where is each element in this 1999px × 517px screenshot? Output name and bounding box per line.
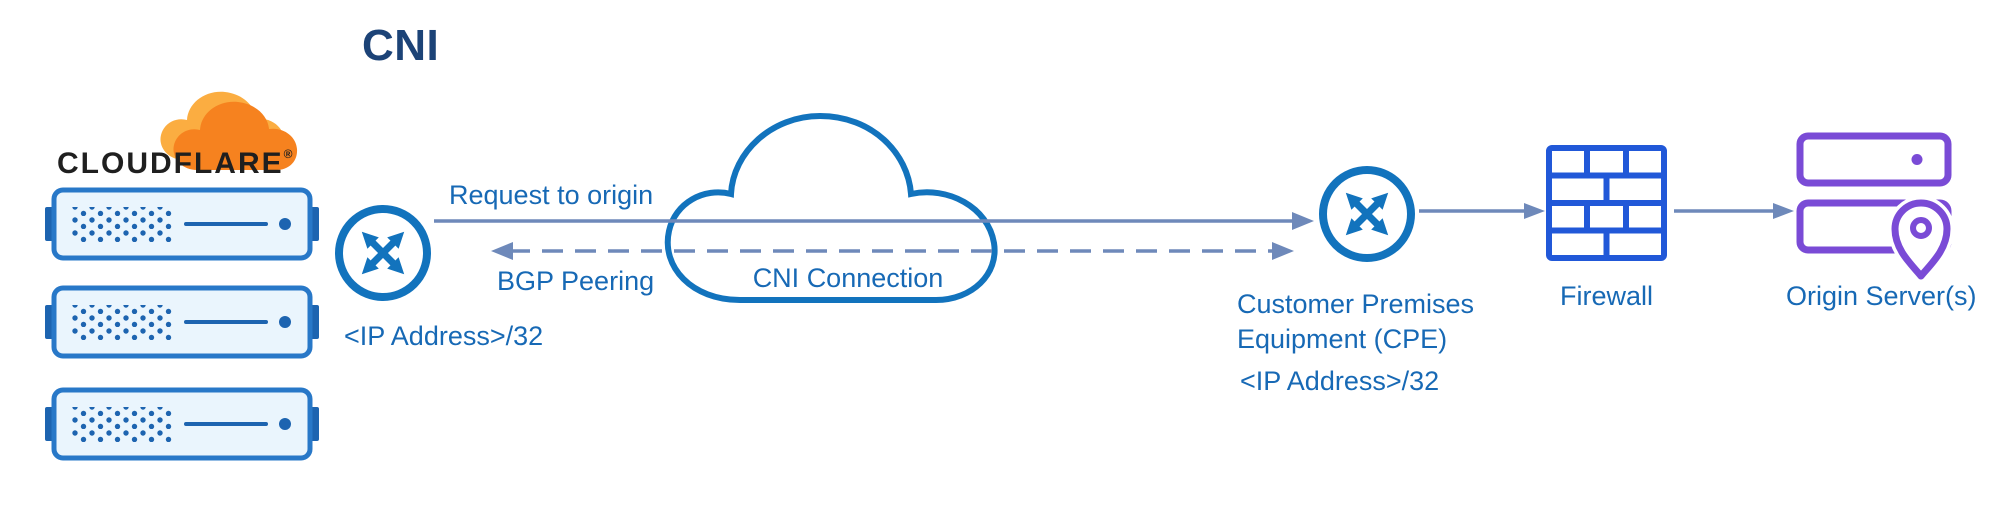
diagram-title: CNI [362,21,440,70]
cpe-to-firewall-arrow [1419,203,1545,219]
cpe-ip-label: <IP Address>/32 [1240,366,1440,396]
bgp-peering-dashed-arrow [491,242,1294,260]
cpe-label: Customer Premises Equipment (CPE) [1237,287,1537,357]
cpe-label-line2: Equipment (CPE) [1237,324,1448,354]
registered-mark: ® [283,147,295,161]
firewall-to-origin-arrow [1674,203,1794,219]
firewall-icon [1546,145,1667,261]
cni-connection-label: CNI Connection [752,263,944,293]
cloudflare-ip-label: <IP Address>/32 [344,321,544,351]
origin-servers-label: Origin Server(s) [1786,281,1977,311]
edge-server-icon-3 [45,390,319,458]
cloudflare-wordmark-text: CLOUDFLARE [57,147,284,180]
cloudflare-wordmark: CLOUDFLARE® [57,148,295,180]
location-pin-icon [1887,196,1955,288]
edge-server-icon-1 [45,190,319,258]
cpe-label-line1: Customer Premises [1237,289,1475,319]
edge-server-icon-2 [45,288,319,356]
bgp-peering-label: BGP Peering [497,266,655,296]
firewall-label: Firewall [1559,281,1653,311]
server-led-dot [1911,154,1923,165]
request-to-origin-label: Request to origin [449,180,654,210]
origin-servers-icon [1796,132,1955,288]
cni-cloud-icon [664,112,998,303]
cpe-router-icon [1323,170,1411,258]
cloudflare-router-icon [339,209,427,297]
request-to-origin-arrow [434,212,1314,230]
